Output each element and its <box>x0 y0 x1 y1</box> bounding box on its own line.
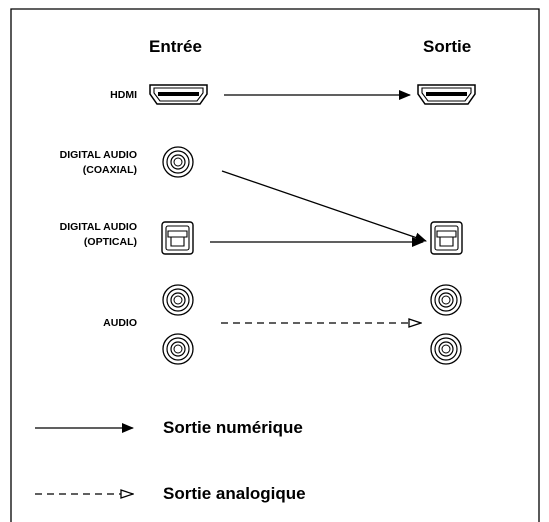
hdmi-input-icon <box>149 84 208 105</box>
audio-output-jack-bottom-icon <box>430 333 462 365</box>
row-label-hdmi: HDMI <box>110 88 137 103</box>
optical-output-icon <box>430 221 463 255</box>
row-label-line1: DIGITAL AUDIO <box>59 149 137 161</box>
coaxial-input-icon <box>162 146 194 178</box>
row-label-coaxial: DIGITAL AUDIO (COAXIAL) <box>60 148 137 178</box>
audio-input-jack-top-icon <box>162 284 194 316</box>
optical-input-icon <box>161 221 194 255</box>
hdmi-output-icon <box>417 84 476 105</box>
row-label-optical: DIGITAL AUDIO (OPTICAL) <box>60 220 137 250</box>
audio-output-jack-top-icon <box>430 284 462 316</box>
output-header: Sortie <box>423 37 472 56</box>
row-label-text: HDMI <box>110 89 137 101</box>
input-header: Entrée <box>149 37 202 56</box>
coaxial-arrow <box>221 170 427 243</box>
row-label-line2: (COAXIAL) <box>82 164 137 176</box>
legend-analog-label: Sortie analogique <box>163 484 306 503</box>
legend-digital-label: Sortie numérique <box>163 418 303 437</box>
row-label-text: AUDIO <box>103 317 137 329</box>
frame-border <box>10 8 540 522</box>
row-label-line2: (OPTICAL) <box>83 236 137 248</box>
row-label-audio: AUDIO <box>103 316 137 331</box>
row-label-line1: DIGITAL AUDIO <box>59 221 137 233</box>
audio-input-jack-bottom-icon <box>162 333 194 365</box>
